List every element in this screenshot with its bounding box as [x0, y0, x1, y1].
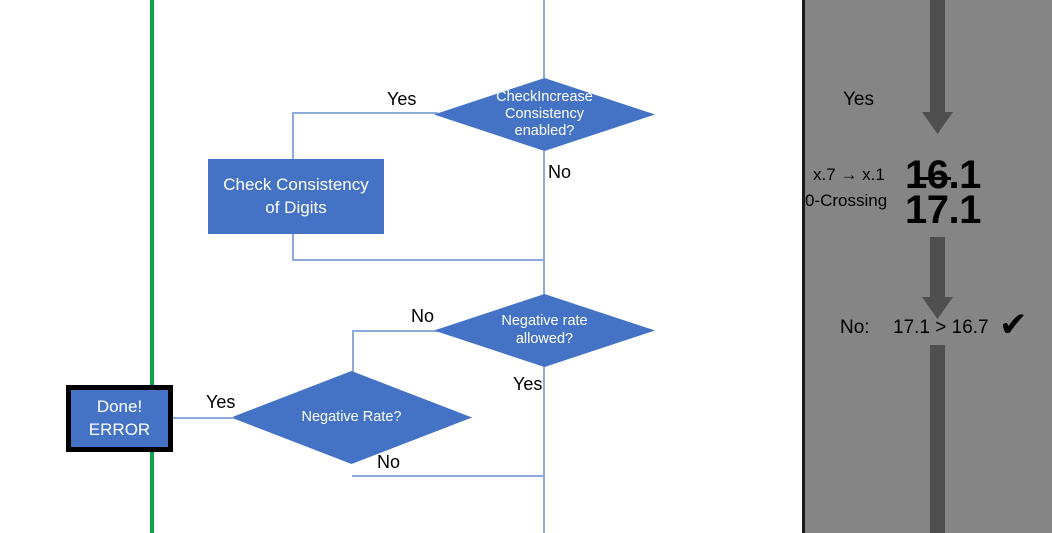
decision-line-2: allowed? — [515, 330, 574, 347]
panel-value-current: 17.1 — [905, 188, 981, 232]
decision-line-1: CheckIncrease — [496, 88, 593, 105]
edge-negrate-no-horizontal — [352, 475, 545, 477]
panel-rule-label-line-2: 0-Crossing — [805, 191, 888, 210]
spine-exit-segment — [543, 477, 545, 533]
panel-result-comparison: 17.1 > 16.7 — [893, 317, 989, 338]
panel-value-struck-strikethrough — [915, 177, 951, 180]
edge-negrateallowed-no-horizontal-top — [352, 330, 438, 332]
decision-line-1: Negative rate — [501, 313, 588, 330]
edge-label-negrateallowed-no: No — [411, 306, 435, 326]
decision-check-increase-consistency[interactable]: CheckIncrease Consistency enabled? — [434, 78, 655, 151]
edge-negrateallowed-no-vertical — [352, 330, 354, 378]
edge-negrate-yes-horizontal — [172, 417, 234, 419]
decision-line-2: Consistency — [505, 105, 584, 122]
decision-negative-rate[interactable]: Negative Rate? — [231, 371, 472, 464]
spine-to-negrate-allowed — [543, 261, 545, 304]
decision-line-3: enabled? — [514, 123, 575, 140]
edge-label-checkincrease-no: No — [548, 162, 572, 182]
terminator-line-2: ERROR — [88, 419, 151, 439]
spine-bottom-segment — [543, 357, 545, 477]
annotation-panel: Yes x.7 → x.1 0-Crossing 16.1 17.1 No: 1… — [802, 0, 1052, 533]
edge-label-checkincrease-yes: Yes — [387, 89, 417, 109]
decision-check-increase-consistency-label: CheckIncrease Consistency enabled? — [476, 89, 613, 140]
process-line-2: of Digits — [265, 197, 327, 217]
panel-arrow-2-shaft — [930, 237, 945, 297]
process-check-consistency-label: Check Consistency of Digits — [223, 174, 369, 218]
edge-checkincrease-yes-horizontal-bottom — [292, 259, 545, 261]
process-line-1: Check Consistency — [223, 175, 369, 195]
panel-arrow-1-shaft — [930, 0, 945, 112]
panel-rule-label-line-1: x.7 → x.1 — [813, 165, 885, 184]
panel-branch-label-yes: Yes — [843, 89, 874, 110]
edge-checkincrease-yes-horizontal-top — [292, 112, 438, 114]
edge-label-negrateallowed-yes: Yes — [513, 374, 543, 394]
terminator-done-error[interactable]: Done! ERROR — [66, 385, 173, 452]
edge-label-negrate-yes: Yes — [206, 392, 236, 412]
panel-value-struck: 16.1 — [905, 153, 981, 197]
decision-negative-rate-label: Negative Rate? — [301, 408, 402, 425]
panel-result-prefix: No: — [840, 317, 870, 338]
panel-arrow-1-head — [922, 112, 953, 134]
process-check-consistency-of-digits[interactable]: Check Consistency of Digits — [208, 159, 384, 234]
spine-mid-segment — [543, 151, 545, 261]
panel-arrow-3-shaft — [930, 345, 945, 533]
spine-top-segment — [543, 0, 545, 78]
decision-negative-rate-allowed-label: Negative rate allowed? — [476, 313, 613, 347]
edge-label-negrate-no: No — [377, 452, 401, 472]
green-vertical-rule — [150, 0, 154, 533]
decision-negative-rate-allowed[interactable]: Negative rate allowed? — [434, 294, 655, 367]
terminator-done-error-label: Done! ERROR — [89, 396, 150, 440]
terminator-line-1: Done! — [96, 397, 143, 417]
panel-result-check-icon: ✔ — [999, 306, 1028, 344]
panel-arrow-2-head — [922, 297, 953, 319]
